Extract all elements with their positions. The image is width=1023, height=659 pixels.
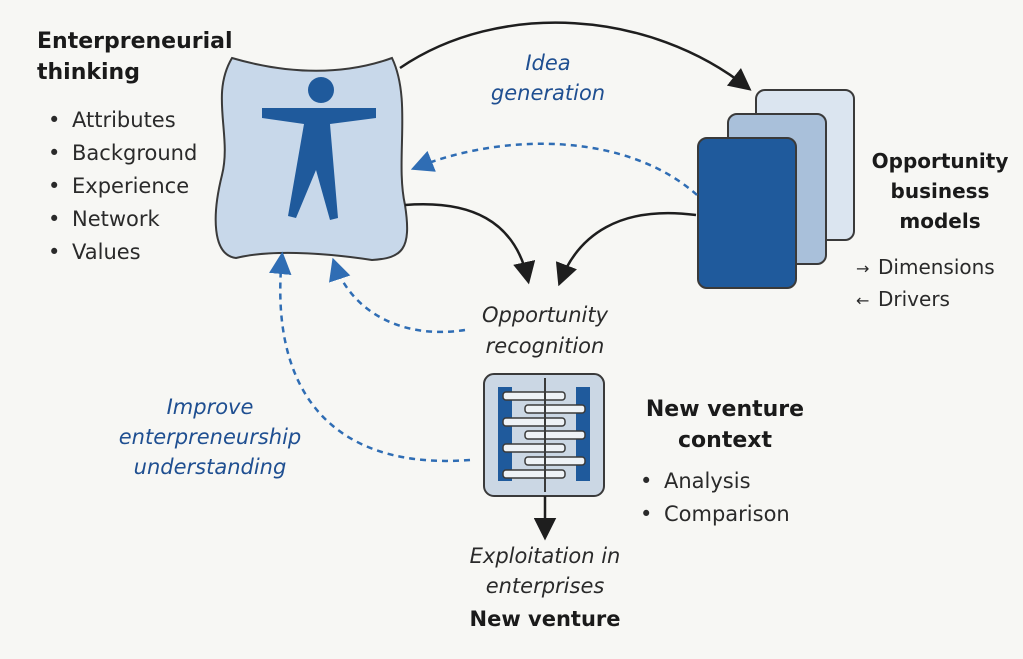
opportunity-models-list: → Dimensions ← Drivers <box>856 252 995 316</box>
exploitation-line2: enterprises <box>485 574 605 598</box>
list-item: Network <box>48 203 197 236</box>
dimensions-label: Dimensions <box>878 255 995 279</box>
new-venture-context-title: New venture context <box>630 394 820 456</box>
entrepreneurial-thinking-list: Attributes Background Experience Network… <box>48 104 197 269</box>
opportunity-models-line2: business <box>890 179 990 203</box>
opportunity-models-line3: models <box>899 209 981 233</box>
exploitation-label: Exploitation in enterprises <box>430 541 660 601</box>
drivers-label: Drivers <box>878 287 950 311</box>
entrepreneurial-thinking-title-line1: Enterpreneurial <box>37 29 233 54</box>
models-to-recognition-arrow <box>555 211 697 287</box>
improve-understanding-label: Improve enterpreneurship understanding <box>100 392 320 482</box>
list-item: ← Drivers <box>856 284 995 316</box>
new-venture-context-line2: context <box>678 428 772 453</box>
thinking-to-recognition-arrow <box>404 203 536 285</box>
idea-generation-line2: generation <box>490 81 606 105</box>
recognition-feedback-dashed-arrow <box>329 257 466 334</box>
list-item: Attributes <box>48 104 197 137</box>
idea-generation-label: Idea generation <box>478 48 618 108</box>
opportunity-recognition-label: Opportunity recognition <box>455 300 635 362</box>
list-item: Background <box>48 137 197 170</box>
entrepreneurial-thinking-title: Enterpreneurial thinking <box>37 26 233 88</box>
new-venture-device-icon <box>483 373 605 497</box>
list-item: Analysis <box>640 465 790 498</box>
new-venture-context-line1: New venture <box>645 397 805 422</box>
models-feedback-dashed-arrow <box>410 142 698 196</box>
list-item: Comparison <box>640 498 790 531</box>
arrow-right-icon: → <box>856 259 870 278</box>
arrow-left-icon: ← <box>856 291 870 310</box>
idea-generation-line1: Idea <box>525 51 571 75</box>
list-item: Experience <box>48 170 197 203</box>
understanding-feedback-dashed-arrow <box>269 251 471 463</box>
opportunity-recognition-line2: recognition <box>485 334 605 358</box>
improve-understanding-line2: enterpreneurship <box>118 425 302 449</box>
new-venture-context-list: Analysis Comparison <box>640 465 790 531</box>
entrepreneurial-thinking-title-line2: thinking <box>37 60 140 85</box>
opportunity-recognition-line1: Opportunity <box>481 303 609 327</box>
list-item: → Dimensions <box>856 252 995 284</box>
entrepreneur-figure-icon <box>214 56 409 262</box>
improve-understanding-line1: Improve <box>166 395 254 419</box>
exploitation-line1: Exploitation in <box>469 544 621 568</box>
idea-generation-arrow <box>399 21 752 91</box>
improve-understanding-line3: understanding <box>133 455 287 479</box>
new-venture-label: New venture <box>469 607 621 631</box>
business-model-cards-icon <box>697 89 855 289</box>
opportunity-models-line1: Opportunity <box>871 149 1009 173</box>
opportunity-models-title: Opportunity business models <box>860 146 1020 236</box>
list-item: Values <box>48 236 197 269</box>
